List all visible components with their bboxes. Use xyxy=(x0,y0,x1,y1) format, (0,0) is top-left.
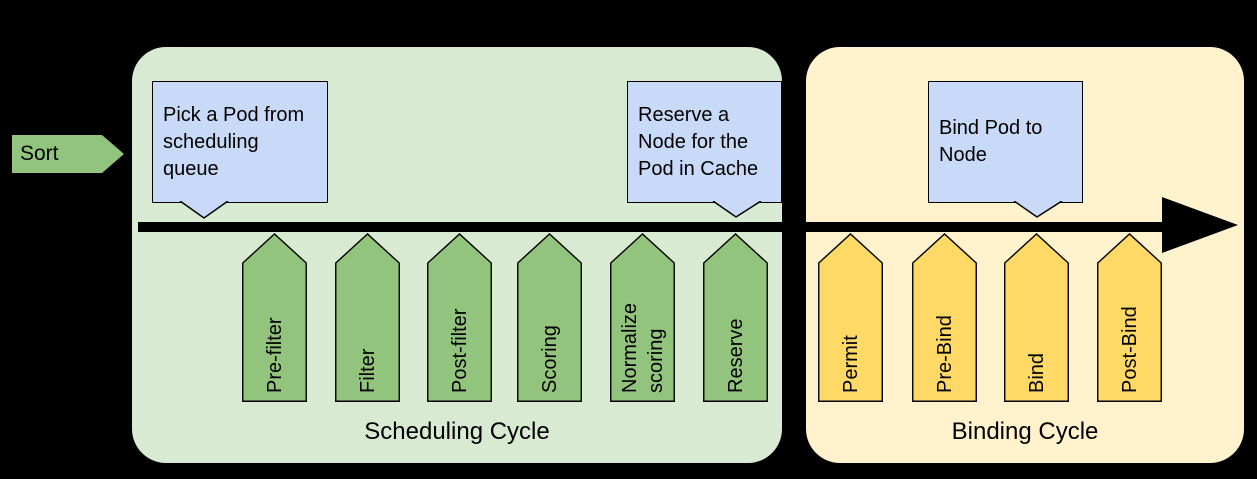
callout-reserve-node-text: Reserve a Node for the Pod in Cache xyxy=(638,103,759,180)
plugin-shape xyxy=(1097,233,1162,402)
plugin-shape xyxy=(335,233,400,402)
plugin-shape xyxy=(703,233,768,402)
plugin-post-bind: Post-Bind xyxy=(1097,233,1162,402)
plugin-permit: Permit xyxy=(818,233,883,402)
callout-pick-pod-text: Pick a Pod from scheduling queue xyxy=(163,103,305,180)
plugin-shape xyxy=(427,233,492,402)
plugin-normalize-scoring: Normalize scoring xyxy=(610,233,675,402)
sort-arrow-icon xyxy=(12,135,124,173)
plugin-pre-bind: Pre-Bind xyxy=(912,233,977,402)
callout-bind-pod-tail-icon xyxy=(1013,201,1063,218)
timeline-arrowhead-icon xyxy=(1162,197,1238,253)
callout-reserve-node: Reserve a Node for the Pod in Cache xyxy=(627,81,782,203)
plugin-post-filter: Post-filter xyxy=(427,233,492,402)
plugin-shape xyxy=(610,233,675,402)
plugin-shape xyxy=(912,233,977,402)
plugin-shape xyxy=(1004,233,1069,402)
callout-pick-pod: Pick a Pod from scheduling queue xyxy=(152,81,328,203)
plugin-scoring: Scoring xyxy=(517,233,582,402)
sort-arrow-shape xyxy=(12,135,124,173)
timeline-arrow-shaft xyxy=(138,222,1170,232)
sort-label: Sort xyxy=(20,142,59,165)
plugin-reserve: Reserve xyxy=(703,233,768,402)
callout-pick-pod-tail-icon xyxy=(179,201,229,219)
plugin-shape xyxy=(517,233,582,402)
plugin-filter: Filter xyxy=(335,233,400,402)
scheduling-cycle-label: Scheduling Cycle xyxy=(364,418,550,445)
plugin-bind: Bind xyxy=(1004,233,1069,402)
callout-bind-pod-text: Bind Pod to Node xyxy=(939,117,1043,166)
plugin-pre-filter: Pre-filter xyxy=(242,233,307,402)
plugin-shape xyxy=(242,233,307,402)
callout-reserve-node-tail-icon xyxy=(712,201,762,218)
binding-cycle-label: Binding Cycle xyxy=(951,418,1099,445)
plugin-shape xyxy=(818,233,883,402)
callout-bind-pod: Bind Pod to Node xyxy=(928,81,1083,203)
